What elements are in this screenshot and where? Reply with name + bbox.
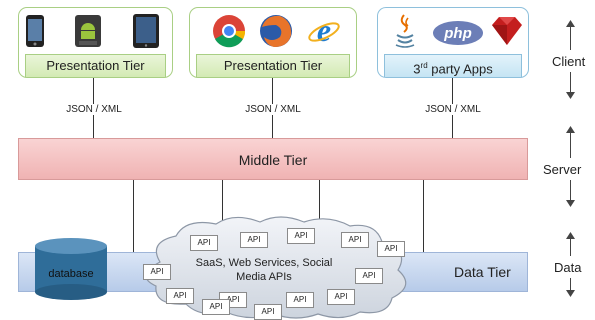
data-arrow-up — [570, 236, 571, 256]
api-box: API — [286, 292, 314, 308]
data-line-2 — [222, 180, 223, 225]
database-icon — [35, 238, 107, 300]
client-box-browsers: e Presentation Tier — [189, 7, 357, 78]
api-box: API — [190, 235, 218, 251]
php-logo-text: php — [443, 25, 472, 42]
firefox-icon — [260, 15, 292, 47]
android-icon — [75, 15, 101, 47]
client-side-label: Client — [552, 54, 586, 69]
arrow-up-icon — [566, 20, 575, 27]
smartphone-icon — [26, 15, 44, 47]
ruby-icon — [492, 17, 522, 45]
client-box-third-party: php 3rd party Apps — [377, 7, 529, 78]
arrow-down-icon — [566, 290, 575, 297]
api-box: API — [143, 264, 171, 280]
api-box: API — [166, 288, 194, 304]
json-xml-label-3: JSON / XML — [413, 104, 493, 115]
api-box: API — [240, 232, 268, 248]
client-arrow-up — [570, 24, 571, 50]
data-tier-label: Data Tier — [454, 264, 511, 280]
java-icon — [395, 14, 415, 48]
presentation-tier-label-1: Presentation Tier — [25, 54, 166, 77]
internet-explorer-icon: e — [308, 14, 340, 48]
tablet-icon — [133, 14, 159, 48]
arrow-up-icon — [566, 232, 575, 239]
data-line-1 — [133, 180, 134, 252]
chrome-icon — [213, 15, 246, 48]
api-box: API — [202, 299, 230, 315]
api-box: API — [327, 289, 355, 305]
data-side-label: Data — [554, 260, 582, 275]
arrow-down-icon — [566, 92, 575, 99]
api-box: API — [287, 228, 315, 244]
api-box: API — [355, 268, 383, 284]
api-box: API — [341, 232, 369, 248]
data-line-4 — [423, 180, 424, 252]
api-box: API — [377, 241, 405, 257]
server-arrow-up — [570, 130, 571, 158]
json-xml-label-1: JSON / XML — [54, 104, 134, 115]
client-box-mobile: Presentation Tier — [18, 7, 173, 78]
server-side-label: Server — [543, 162, 582, 177]
arrow-down-icon — [566, 200, 575, 207]
client-arrow-down — [570, 72, 571, 94]
database-label: database — [48, 268, 94, 280]
json-xml-label-2: JSON / XML — [233, 104, 313, 115]
server-arrow-down — [570, 180, 571, 202]
data-arrow-down — [570, 278, 571, 292]
php-icon: php — [433, 21, 483, 45]
cloud-description: SaaS, Web Services, Social Media APIs — [195, 257, 333, 283]
middle-tier-bar: Middle Tier — [18, 138, 528, 180]
svg-text:e: e — [317, 14, 331, 48]
data-line-3 — [319, 180, 320, 220]
presentation-tier-label-2: Presentation Tier — [196, 54, 350, 77]
third-party-apps-label: 3rd party Apps — [384, 54, 522, 77]
api-box: API — [254, 304, 282, 320]
arrow-up-icon — [566, 126, 575, 133]
